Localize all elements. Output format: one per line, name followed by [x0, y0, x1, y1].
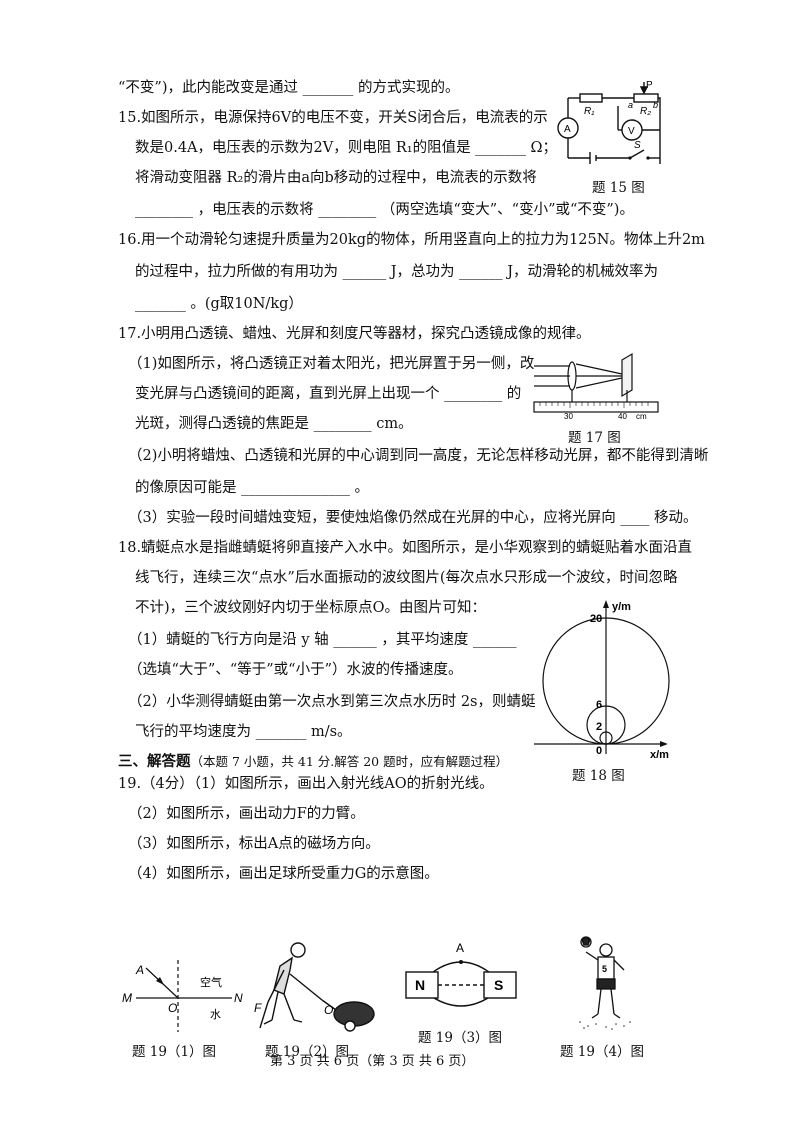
text-line: 不计)，三个波纹刚好内切于坐标原点O。由图片可知：: [135, 600, 487, 616]
point-A: A: [456, 941, 464, 955]
y-tick-20: 20: [590, 613, 602, 625]
switch-label: S: [634, 140, 641, 151]
text-line: （3）实验一段时间蜡烛变短，要使烛焰像仍然成在光屏的中心，应将光屏向 ____ …: [128, 510, 698, 526]
text-line: 18.蜻蜓点水是指雌蜻蜓将卵直接产入水中。如图所示，是小华观察到的蜻蜓贴着水面沿…: [118, 540, 693, 556]
figure-17-lens: 30 40 cm: [533, 352, 659, 421]
figure-15-circuit: P R₁ R₂ a b A V S: [557, 80, 661, 164]
text-line: ________ ，电压表的示数将 ________ （两空选填“变大”、“变小…: [135, 202, 634, 218]
text-line: 变光屏与凸透镜间的距离，直到光屏上出现一个 ________ 的: [135, 386, 522, 402]
section-note: （本题 7 小题，共 41 分.解答 20 题时，应有解题过程）: [190, 754, 509, 769]
page-footer: 第 3 页 共 6 页（第 3 页 共 6 页）: [270, 1054, 475, 1069]
label-P: P: [646, 80, 653, 91]
medium-air: 空气: [200, 975, 222, 989]
tick-30: 30: [564, 412, 573, 421]
y-tick-2: 2: [596, 721, 602, 733]
origin-0: 0: [596, 745, 602, 757]
north-pole: N: [415, 977, 425, 993]
text-line: _______ 。(g取10N/kg）: [135, 296, 303, 312]
caption-17: 题 17 图: [568, 430, 621, 446]
label-R1: R₁: [584, 106, 594, 117]
pivot-O: O: [324, 1003, 333, 1017]
text-line: 光斑，测得凸透镜的焦距是 ________ cm。: [135, 416, 413, 432]
y-axis-label: y/m: [612, 601, 631, 613]
caption-19-3: 题 19（3）图: [418, 1030, 503, 1046]
caption-19-4: 题 19（4）图: [560, 1044, 645, 1060]
text-line: （2）如图所示，画出动力F的力臂。: [128, 806, 365, 822]
unit-cm: cm: [636, 412, 647, 421]
text-line: 15.如图所示，电源保持6V的电压不变，开关S闭合后，电流表的示: [118, 110, 548, 126]
figure-19-3-magnets: A N S: [405, 941, 517, 1007]
point-N: N: [234, 991, 243, 1005]
y-tick-6: 6: [596, 699, 602, 711]
point-O: O: [168, 1001, 177, 1015]
label-b: b: [653, 100, 658, 110]
text-line: 飞行的平均速度为 _______ m/s。: [135, 724, 352, 740]
text-line: “不变”)，此内能改变是通过 _______ 的方式实现的。: [118, 80, 460, 96]
label-R2: R₂: [640, 106, 651, 117]
text-line: （2)小明将蜡烛、凸透镜和光屏的中心调到同一高度，无论怎样移动光屏，都不能得到清…: [128, 448, 709, 464]
text-line: 的像原因可能是 _______________ 。: [135, 480, 369, 496]
text-line: （4）如图所示，画出足球所受重力G的示意图。: [128, 866, 439, 882]
section-title: 三、解答题: [118, 754, 191, 770]
figure-18-ripples: y/m x/m 20 6 2 0: [534, 600, 670, 760]
caption-18: 题 18 图: [572, 768, 625, 784]
caption-19-1: 题 19（1）图: [132, 1044, 217, 1060]
label-a: a: [628, 100, 633, 110]
text-line: 17.小明用凸透镜、蜡烛、光屏和刻度尺等器材，探究凸透镜成像的规律。: [118, 326, 591, 342]
text-line: 16.用一个动滑轮匀速提升质量为20kg的物体，所用竖直向上的拉力为125N。物…: [118, 232, 705, 248]
x-axis-label: x/m: [650, 749, 669, 760]
south-pole: S: [494, 977, 503, 993]
text-line: 将滑动变阻器 R₂的滑片由a向b移动的过程中，电流表的示数将: [135, 170, 537, 186]
text-line: 数是0.4A，电压表的示数为2V，则电阻 R₁的阻值是 _______ Ω；: [135, 140, 558, 156]
text-line: （选填“大于”、“等于”或“小于”）水波的传播速度。: [128, 662, 463, 678]
figure-19-4-football: 5: [579, 936, 631, 1030]
force-F: F: [254, 1001, 262, 1015]
text-line: （2）小华测得蜻蜓由第一次点水到第三次点水历时 2s，则蜻蜓: [128, 694, 536, 710]
figure-19-2-person: F O: [254, 942, 375, 1032]
text-line: 19.（4分）（1）如图所示，画出入射光线AO的折射光线。: [118, 776, 494, 792]
ammeter-label: A: [564, 124, 571, 135]
text-line: （3）如图所示，标出A点的磁场方向。: [128, 836, 380, 852]
section-heading: 三、解答题（本题 7 小题，共 41 分.解答 20 题时，应有解题过程）: [118, 752, 508, 772]
text-line: （1)如图所示，将凸透镜正对着太阳光，把光屏置于另一侧，改: [128, 356, 535, 372]
point-A: A: [135, 963, 144, 977]
voltmeter-label: V: [628, 126, 635, 137]
point-M: M: [122, 991, 132, 1005]
medium-water: 水: [210, 1008, 221, 1021]
figure-19-1-refraction: A M O N 空气 水: [122, 960, 243, 1032]
tick-40: 40: [618, 412, 627, 421]
text-line: 的过程中，拉力所做的有用功为 ______ J，总功为 ______ J，动滑轮…: [135, 264, 659, 280]
caption-15: 题 15 图: [592, 180, 645, 196]
caption-19-2: 题 19（2）图: [265, 1044, 350, 1060]
jersey-number: 5: [602, 964, 607, 974]
text-line: 线飞行，连续三次“点水”后水面振动的波纹图片(每次点水只形成一个波纹，时间忽略: [135, 570, 678, 586]
text-line: （1）蜻蜓的飞行方向是沿 y 轴 ______ ，其平均速度 ______: [128, 632, 517, 648]
